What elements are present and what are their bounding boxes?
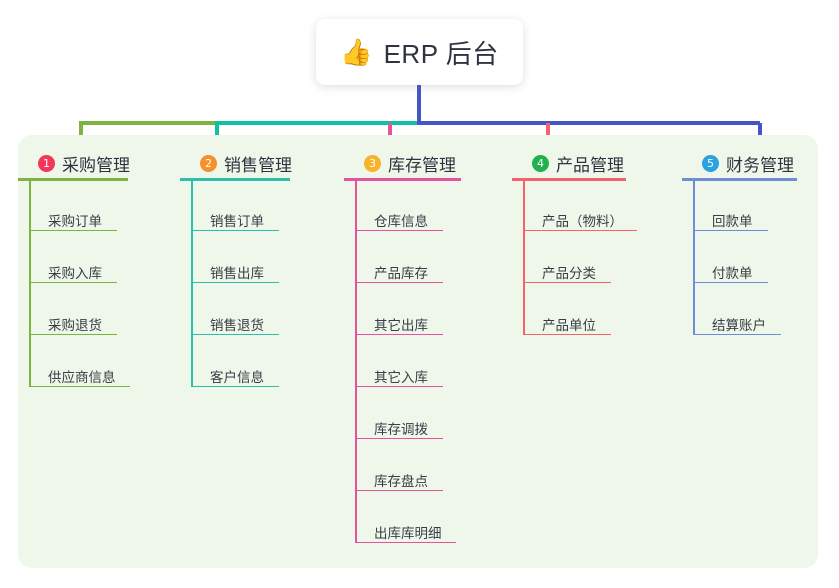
leaf-label[interactable]: 采购退货 <box>48 318 102 333</box>
column-stem <box>355 179 357 542</box>
leaf-underline <box>29 334 117 335</box>
column-underline <box>180 178 290 181</box>
thumbs-up-icon: 👍 <box>340 37 373 67</box>
column-number-badge: 4 <box>532 154 549 172</box>
leaf-underline <box>355 542 456 543</box>
leaf-underline <box>693 334 781 335</box>
branch-drop-4 <box>546 123 550 145</box>
leaf-label[interactable]: 销售出库 <box>210 266 264 281</box>
leaf-label[interactable]: 产品（物料） <box>542 214 623 229</box>
column-1: 1 采购管理采购订单采购入库采购退货供应商信息 <box>18 148 130 387</box>
column-title: 销售管理 <box>224 155 292 175</box>
column-header-1[interactable]: 1 采购管理 <box>18 148 130 178</box>
leaf-label[interactable]: 回款单 <box>712 214 753 229</box>
leaf-underline <box>355 282 443 283</box>
column-header-2[interactable]: 2 销售管理 <box>180 148 292 178</box>
column-number-badge: 1 <box>38 154 55 172</box>
branch-drop-2 <box>215 123 219 145</box>
leaf-underline <box>355 230 443 231</box>
leaf-label[interactable]: 付款单 <box>712 266 753 281</box>
column-number-badge: 3 <box>364 154 381 172</box>
column-number-badge: 2 <box>200 154 217 172</box>
bus-segment <box>417 121 760 125</box>
leaf-label[interactable]: 销售订单 <box>210 214 264 229</box>
leaf-underline <box>191 282 279 283</box>
leaf-label[interactable]: 产品库存 <box>374 266 428 281</box>
column-header-5[interactable]: 5 财务管理 <box>682 148 794 178</box>
root-title: ERP 后台 <box>383 38 499 69</box>
leaf-label[interactable]: 产品单位 <box>542 318 596 333</box>
branch-drop-5 <box>758 123 762 145</box>
column-2: 2 销售管理销售订单销售出库销售退货客户信息 <box>180 148 292 387</box>
leaf-underline <box>523 230 637 231</box>
column-title: 产品管理 <box>556 155 624 175</box>
column-header-3[interactable]: 3 库存管理 <box>344 148 456 178</box>
column-number-badge: 5 <box>702 154 719 172</box>
leaf-label[interactable]: 客户信息 <box>210 370 264 385</box>
leaf-label[interactable]: 采购入库 <box>48 266 102 281</box>
column-header-4[interactable]: 4 产品管理 <box>512 148 624 178</box>
leaf-label[interactable]: 供应商信息 <box>48 370 116 385</box>
column-underline <box>682 178 797 181</box>
leaf-label[interactable]: 采购订单 <box>48 214 102 229</box>
bus-segment <box>215 121 417 125</box>
leaf-label[interactable]: 其它入库 <box>374 370 428 385</box>
leaf-label[interactable]: 其它出库 <box>374 318 428 333</box>
bus-segment <box>79 121 215 125</box>
diagram-panel <box>18 135 818 568</box>
leaf-underline <box>191 230 279 231</box>
leaf-underline <box>355 386 443 387</box>
column-title: 财务管理 <box>726 155 794 175</box>
column-3: 3 库存管理仓库信息产品库存其它出库其它入库库存调拨库存盘点出库库明细 <box>344 148 461 543</box>
leaf-underline <box>29 386 130 387</box>
column-stem <box>693 179 695 334</box>
column-underline <box>512 178 626 181</box>
column-underline <box>344 178 461 181</box>
leaf-underline <box>693 282 768 283</box>
leaf-label[interactable]: 结算账户 <box>712 318 766 333</box>
root-node-card[interactable]: 👍 ERP 后台 <box>316 19 523 85</box>
leaf-underline <box>355 490 443 491</box>
leaf-label[interactable]: 仓库信息 <box>374 214 428 229</box>
leaf-label[interactable]: 库存调拨 <box>374 422 428 437</box>
leaf-label[interactable]: 库存盘点 <box>374 474 428 489</box>
column-4: 4 产品管理产品（物料） 产品分类产品单位 <box>512 148 637 335</box>
leaf-underline <box>355 438 443 439</box>
leaf-underline <box>29 282 117 283</box>
leaf-underline <box>523 282 611 283</box>
leaf-label[interactable]: 出库库明细 <box>374 526 442 541</box>
column-stem <box>523 179 525 334</box>
trunk-connector <box>417 85 421 123</box>
column-underline <box>18 178 128 181</box>
branch-drop-1 <box>79 123 83 145</box>
leaf-underline <box>523 334 611 335</box>
column-title: 库存管理 <box>388 155 456 175</box>
leaf-underline <box>191 334 279 335</box>
leaf-underline <box>693 230 768 231</box>
branch-drop-3 <box>388 123 392 145</box>
column-5: 5 财务管理回款单付款单结算账户 <box>682 148 797 335</box>
leaf-underline <box>355 334 443 335</box>
leaf-label[interactable]: 产品分类 <box>542 266 596 281</box>
column-title: 采购管理 <box>62 155 130 175</box>
leaf-underline <box>191 386 279 387</box>
leaf-label[interactable]: 销售退货 <box>210 318 264 333</box>
leaf-underline <box>29 230 117 231</box>
